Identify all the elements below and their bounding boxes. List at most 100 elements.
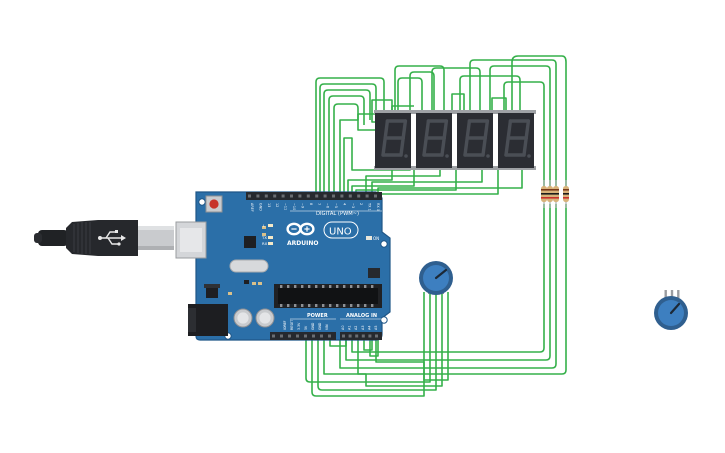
wire[interactable] — [491, 97, 507, 112]
header-pin[interactable] — [348, 334, 352, 338]
power-pin-label: IOREF — [283, 320, 287, 330]
wire[interactable] — [315, 77, 385, 200]
header-pin[interactable] — [304, 334, 307, 338]
wire[interactable] — [305, 294, 431, 383]
atmega328-chip — [278, 288, 378, 304]
header-pin[interactable] — [328, 334, 331, 338]
header-pin[interactable] — [281, 194, 285, 198]
wire[interactable] — [351, 204, 545, 353]
wire[interactable] — [365, 168, 441, 196]
analog-pin-label: A5 — [374, 326, 378, 330]
rx-led — [268, 242, 273, 245]
digital-pin-label: 7 — [317, 203, 321, 205]
wire[interactable] — [489, 65, 551, 188]
analog-header[interactable] — [340, 332, 382, 340]
wire[interactable] — [371, 168, 483, 196]
header-pin[interactable] — [264, 194, 268, 198]
header-pin[interactable] — [320, 334, 323, 338]
header-pin[interactable] — [272, 334, 275, 338]
wire[interactable] — [328, 95, 365, 202]
chip-pin — [287, 304, 290, 307]
digital-pin-label: ~10 — [292, 203, 296, 210]
wire[interactable] — [323, 89, 371, 202]
resistor-array[interactable] — [541, 180, 569, 208]
chip-pin — [364, 304, 367, 307]
resistor-band — [563, 193, 569, 195]
resistor[interactable] — [553, 180, 559, 208]
header-pin[interactable] — [357, 194, 361, 198]
wire[interactable] — [347, 105, 414, 196]
wire[interactable] — [369, 336, 379, 357]
potentiometer[interactable] — [419, 261, 453, 295]
wire[interactable] — [375, 292, 449, 381]
resistor-band — [547, 193, 553, 195]
analog-pin-label: A2 — [354, 326, 358, 330]
usb-cable-ridges — [73, 222, 91, 254]
resistor[interactable] — [563, 180, 569, 208]
wire[interactable] — [431, 67, 481, 112]
wire[interactable] — [339, 204, 557, 369]
wire[interactable] — [319, 83, 377, 200]
wire-bundle[interactable] — [305, 55, 567, 397]
wire[interactable] — [371, 99, 393, 123]
header-pin[interactable] — [332, 194, 335, 198]
header-pin[interactable] — [323, 194, 327, 198]
header-pin[interactable] — [368, 334, 372, 338]
tx-led — [268, 236, 273, 239]
reset-button-cap[interactable] — [209, 199, 219, 209]
wire[interactable] — [351, 168, 415, 196]
header-pin[interactable] — [348, 194, 352, 198]
resistor[interactable] — [541, 180, 547, 208]
resistor[interactable] — [547, 180, 553, 208]
wire[interactable] — [323, 292, 443, 387]
header-pin[interactable] — [375, 334, 378, 338]
decimal-point — [486, 154, 490, 158]
header-pin[interactable] — [248, 194, 251, 198]
potentiometer[interactable] — [654, 290, 688, 330]
header-pin[interactable] — [374, 194, 377, 198]
wire[interactable] — [317, 292, 437, 391]
chip-pins — [280, 304, 374, 307]
header-pin[interactable] — [306, 194, 310, 198]
header-pin[interactable] — [340, 194, 344, 198]
header-pin[interactable] — [280, 334, 283, 338]
seven-segment-display[interactable] — [374, 110, 536, 170]
power-header[interactable] — [270, 332, 336, 340]
header-pin[interactable] — [355, 334, 359, 338]
chip-pin — [287, 285, 290, 288]
wire[interactable] — [311, 292, 425, 397]
header-pin[interactable] — [342, 334, 345, 338]
wire[interactable] — [345, 204, 551, 361]
digital-pin-label: RX 0 — [376, 203, 380, 211]
header-pin[interactable] — [315, 194, 319, 198]
chip-pin — [308, 304, 311, 307]
header-pin[interactable] — [298, 194, 302, 198]
smd-component — [258, 282, 262, 285]
header-pin[interactable] — [365, 194, 369, 198]
chip-pin — [329, 285, 332, 288]
wire[interactable] — [363, 336, 373, 351]
header-pin[interactable] — [273, 194, 277, 198]
usb-interface-chip — [244, 236, 256, 248]
usb-b-socket-inner — [180, 228, 202, 252]
wire[interactable] — [333, 103, 376, 200]
header-pin[interactable] — [288, 334, 291, 338]
uno-badge — [323, 221, 359, 239]
header-pin[interactable] — [312, 334, 315, 338]
header-pin[interactable] — [361, 334, 365, 338]
header-pin[interactable] — [296, 334, 299, 338]
mounting-hole — [380, 240, 388, 248]
mounting-hole — [198, 198, 206, 206]
header-pin[interactable] — [256, 194, 260, 198]
wire[interactable] — [503, 81, 545, 188]
wire[interactable] — [357, 204, 567, 375]
header-pin[interactable] — [290, 194, 293, 198]
digital-header[interactable] — [246, 192, 382, 200]
voltage-regulator-tab — [204, 284, 220, 288]
wire[interactable] — [397, 77, 423, 112]
usb-cable[interactable] — [34, 220, 174, 256]
wire[interactable] — [451, 93, 465, 112]
wire[interactable] — [511, 55, 567, 188]
